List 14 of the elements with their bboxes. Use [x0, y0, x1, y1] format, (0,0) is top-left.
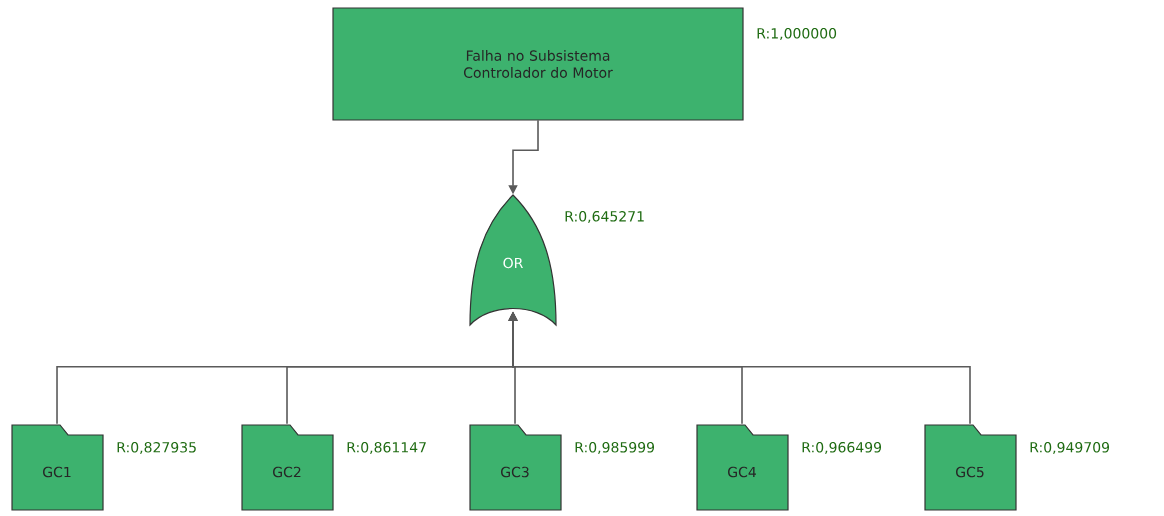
event-folder: GC4: [696, 424, 789, 511]
event-folder: GC2: [241, 424, 334, 511]
event-folder: GC5: [924, 424, 1017, 511]
or-gate: OR: [469, 194, 557, 326]
event-folder: GC1: [11, 424, 104, 511]
probability-label: R:1,000000: [757, 28, 837, 40]
probability-label: R:0,966499: [802, 442, 882, 454]
probability-label: R:0,949709: [1030, 442, 1109, 454]
probability-label: R:0,861147: [347, 442, 426, 454]
event-box: Falha no Subsistema Controlador do Motor: [332, 7, 744, 121]
probability-label: R:0,985999: [575, 442, 655, 454]
probability-label: R:0,645271: [565, 211, 644, 223]
probability-label: R:0,827935: [117, 442, 196, 454]
event-folder: GC3: [469, 424, 562, 511]
